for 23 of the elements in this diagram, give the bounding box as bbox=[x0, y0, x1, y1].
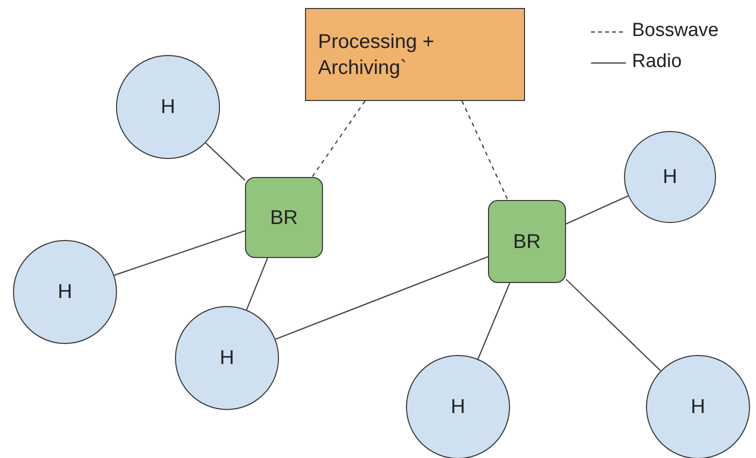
router-box bbox=[488, 200, 566, 283]
router-box bbox=[245, 177, 323, 258]
node-label: H bbox=[220, 346, 234, 371]
node-label: H bbox=[160, 95, 176, 120]
node-label: Processing + Archiving` bbox=[318, 30, 436, 80]
legend-label: Bosswave bbox=[632, 20, 719, 42]
node-label: H bbox=[450, 395, 466, 420]
connector-line bbox=[566, 195, 628, 224]
legend-label: Radio bbox=[632, 51, 682, 73]
connector-line bbox=[566, 278, 662, 372]
connector-line bbox=[205, 142, 246, 181]
connector-line bbox=[275, 256, 488, 340]
connector-line bbox=[114, 230, 246, 276]
node-label: H bbox=[662, 165, 678, 190]
connector-line bbox=[312, 100, 366, 178]
node-label: BR bbox=[513, 230, 541, 254]
node-label: BR bbox=[270, 206, 298, 230]
connector-line bbox=[246, 258, 268, 310]
processing-box bbox=[305, 8, 525, 101]
node-label: H bbox=[690, 395, 706, 420]
connector-line bbox=[477, 282, 510, 360]
node-label: H bbox=[58, 280, 72, 305]
connector-line bbox=[461, 100, 508, 200]
